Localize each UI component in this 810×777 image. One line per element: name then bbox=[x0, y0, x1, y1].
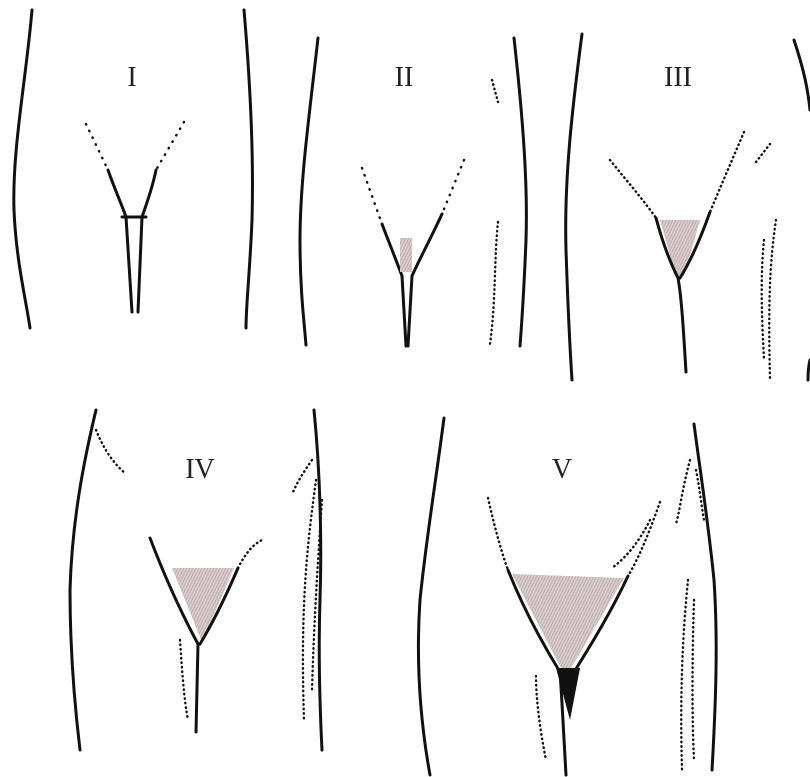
stage-1-left-thigh bbox=[14, 10, 32, 328]
stage-2-label: II bbox=[395, 62, 414, 93]
stage-4-right-thigh bbox=[314, 410, 322, 750]
stage-4-hair-upper-left bbox=[96, 430, 126, 474]
stage-3-hair-right bbox=[710, 132, 770, 212]
stage-1-fine-hair-right bbox=[156, 122, 184, 170]
stage-5-hair-below bbox=[536, 676, 546, 760]
stage-4-thigh-hair bbox=[292, 460, 322, 720]
stage-4-label: IV bbox=[185, 454, 215, 485]
stage-3-left-thigh bbox=[566, 34, 582, 380]
stage-1-panel: I bbox=[14, 10, 253, 328]
stage-2-right-thigh bbox=[514, 38, 526, 346]
stage-3-hair-left bbox=[610, 160, 656, 218]
stage-5-label: V bbox=[552, 454, 572, 485]
stage-2-left-thigh bbox=[300, 38, 318, 345]
stage-3-thigh-hair bbox=[762, 220, 776, 378]
stage-3-right-thigh bbox=[794, 40, 810, 380]
stage-1-fine-hair-left bbox=[86, 124, 108, 170]
stage-4-hair-below bbox=[180, 640, 188, 720]
stage-5-dark-apex bbox=[556, 668, 580, 720]
stage-1-label: I bbox=[127, 62, 136, 93]
stage-2-sparse-hair-left bbox=[362, 168, 382, 224]
stage-1-groin-lines bbox=[108, 170, 156, 312]
stage-4-panel: IV bbox=[70, 410, 322, 750]
stage-2-pubic-hair bbox=[400, 238, 412, 272]
stage-5-thigh-hair bbox=[676, 460, 704, 770]
stage-2-panel: II bbox=[300, 38, 526, 346]
stage-3-panel: III bbox=[566, 34, 810, 380]
stage-3-label: III bbox=[664, 62, 692, 93]
stage-5-hair-right bbox=[612, 502, 660, 576]
stage-1-right-thigh bbox=[244, 10, 253, 328]
stage-2-groin-lines bbox=[382, 214, 442, 346]
stage-5-hair-left bbox=[488, 498, 508, 570]
stage-2-sparse-hair-right bbox=[442, 160, 464, 214]
stage-5-panel: V bbox=[418, 418, 716, 775]
stage-4-groin-lines bbox=[150, 538, 238, 732]
stage-4-pubic-hair bbox=[172, 568, 234, 642]
stage-5-pubic-hair bbox=[512, 574, 624, 670]
stage-4-hair-right-edge bbox=[238, 540, 262, 568]
stage-4-left-thigh bbox=[70, 410, 96, 750]
stage-5-left-thigh bbox=[418, 418, 444, 775]
stage-2-thigh-hair bbox=[490, 80, 498, 344]
